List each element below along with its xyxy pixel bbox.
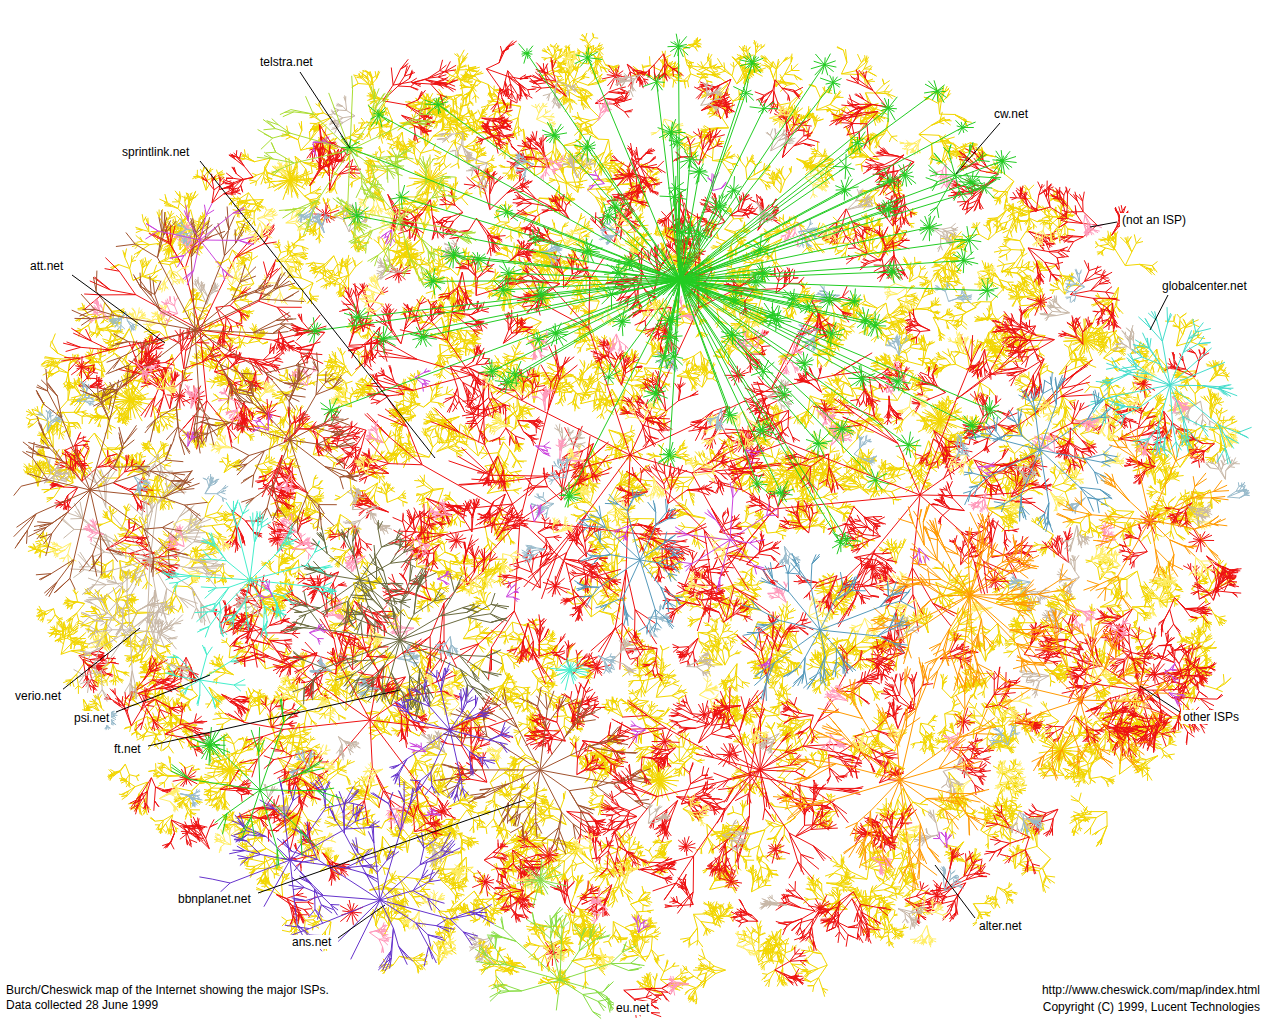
leader-line	[148, 690, 400, 746]
isp-label: (not an ISP)	[1120, 213, 1188, 227]
isp-label: ft.net	[112, 742, 143, 756]
network-trace	[50, 51, 1238, 971]
isp-label: psi.net	[72, 711, 111, 725]
leader-line	[200, 161, 435, 458]
isp-label: bbnplanet.net	[176, 892, 253, 906]
leader-line	[1150, 295, 1168, 330]
leader-line	[1090, 222, 1117, 227]
isp-label: sprintlink.net	[120, 145, 191, 159]
network-trace	[1088, 307, 1252, 464]
network-trace	[14, 207, 651, 855]
isp-label: verio.net	[13, 689, 63, 703]
network-trace	[171, 34, 1017, 869]
leader-line	[116, 675, 210, 712]
isp-label: alter.net	[977, 919, 1024, 933]
isp-label: globalcenter.net	[1160, 279, 1249, 293]
leader-line	[62, 628, 140, 690]
network-trace	[50, 41, 1242, 1018]
leader-line	[300, 72, 350, 148]
isp-label: cw.net	[992, 107, 1030, 121]
map-caption: Burch/Cheswick map of the Internet showi…	[6, 983, 336, 1013]
isp-label: telstra.net	[258, 55, 315, 69]
network-trace	[475, 859, 645, 1019]
leader-line	[956, 123, 1000, 174]
isp-label: att.net	[28, 259, 65, 273]
leader-line	[1140, 686, 1180, 712]
isp-label: other ISPs	[1181, 710, 1241, 724]
network-trace	[83, 98, 1189, 996]
isp-label: ans.net	[290, 935, 333, 949]
credit-text: Copyright (C) 1999, Lucent Technologies	[1041, 1000, 1262, 1014]
credit-text: http://www.cheswick.com/map/index.html	[1040, 983, 1262, 997]
network-trace	[281, 520, 509, 719]
network-trace	[199, 662, 512, 971]
leader-line	[935, 865, 975, 918]
leader-line	[72, 275, 165, 343]
leader-line	[258, 800, 525, 893]
leader-line	[338, 905, 385, 938]
isp-label: eu.net	[614, 1001, 651, 1015]
